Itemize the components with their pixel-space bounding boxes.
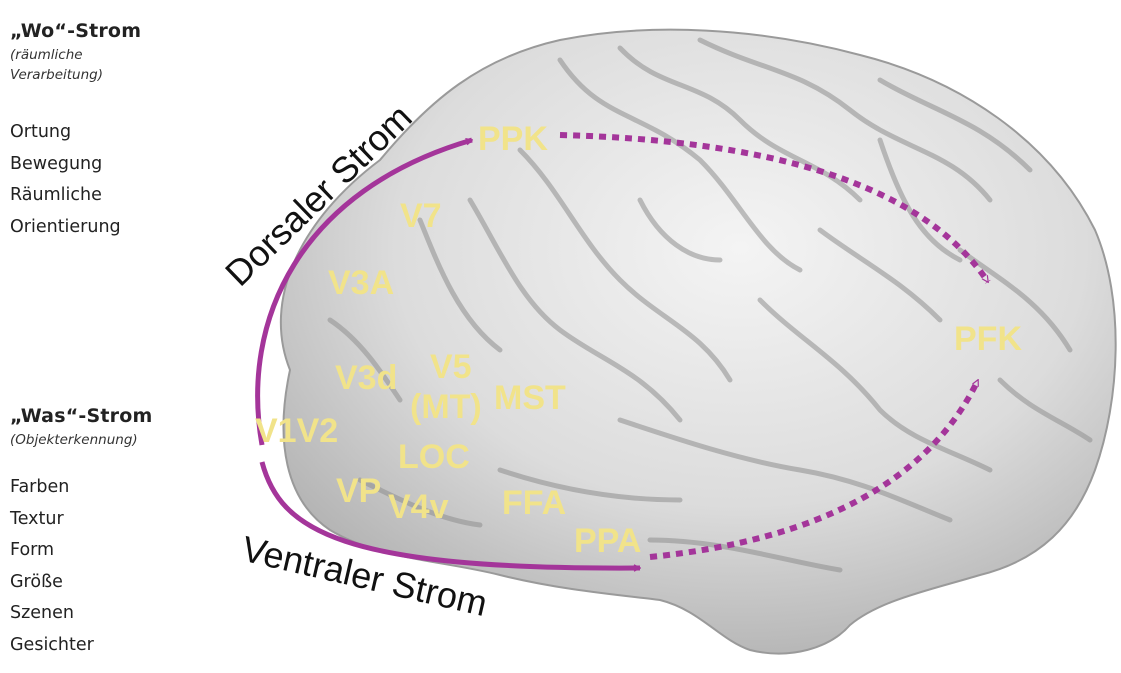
area-label-vp: VP [336, 472, 381, 510]
area-label-v3d: V3d [335, 359, 397, 397]
area-label-v4v: V4v [388, 488, 449, 526]
area-label-v3a: V3A [328, 264, 394, 302]
area-label-mt: (MT) [410, 388, 482, 426]
area-label-ffa: FFA [502, 484, 566, 522]
area-label-pfk: PFK [954, 320, 1022, 358]
area-label-v1v2: V1V2 [255, 412, 338, 450]
area-label-v5: V5 [430, 348, 472, 386]
area-label-ppk: PPK [478, 120, 548, 158]
area-label-mst: MST [494, 379, 566, 417]
area-label-ppa: PPA [574, 522, 641, 560]
area-label-loc: LOC [398, 438, 470, 476]
area-label-v7: V7 [400, 197, 442, 235]
